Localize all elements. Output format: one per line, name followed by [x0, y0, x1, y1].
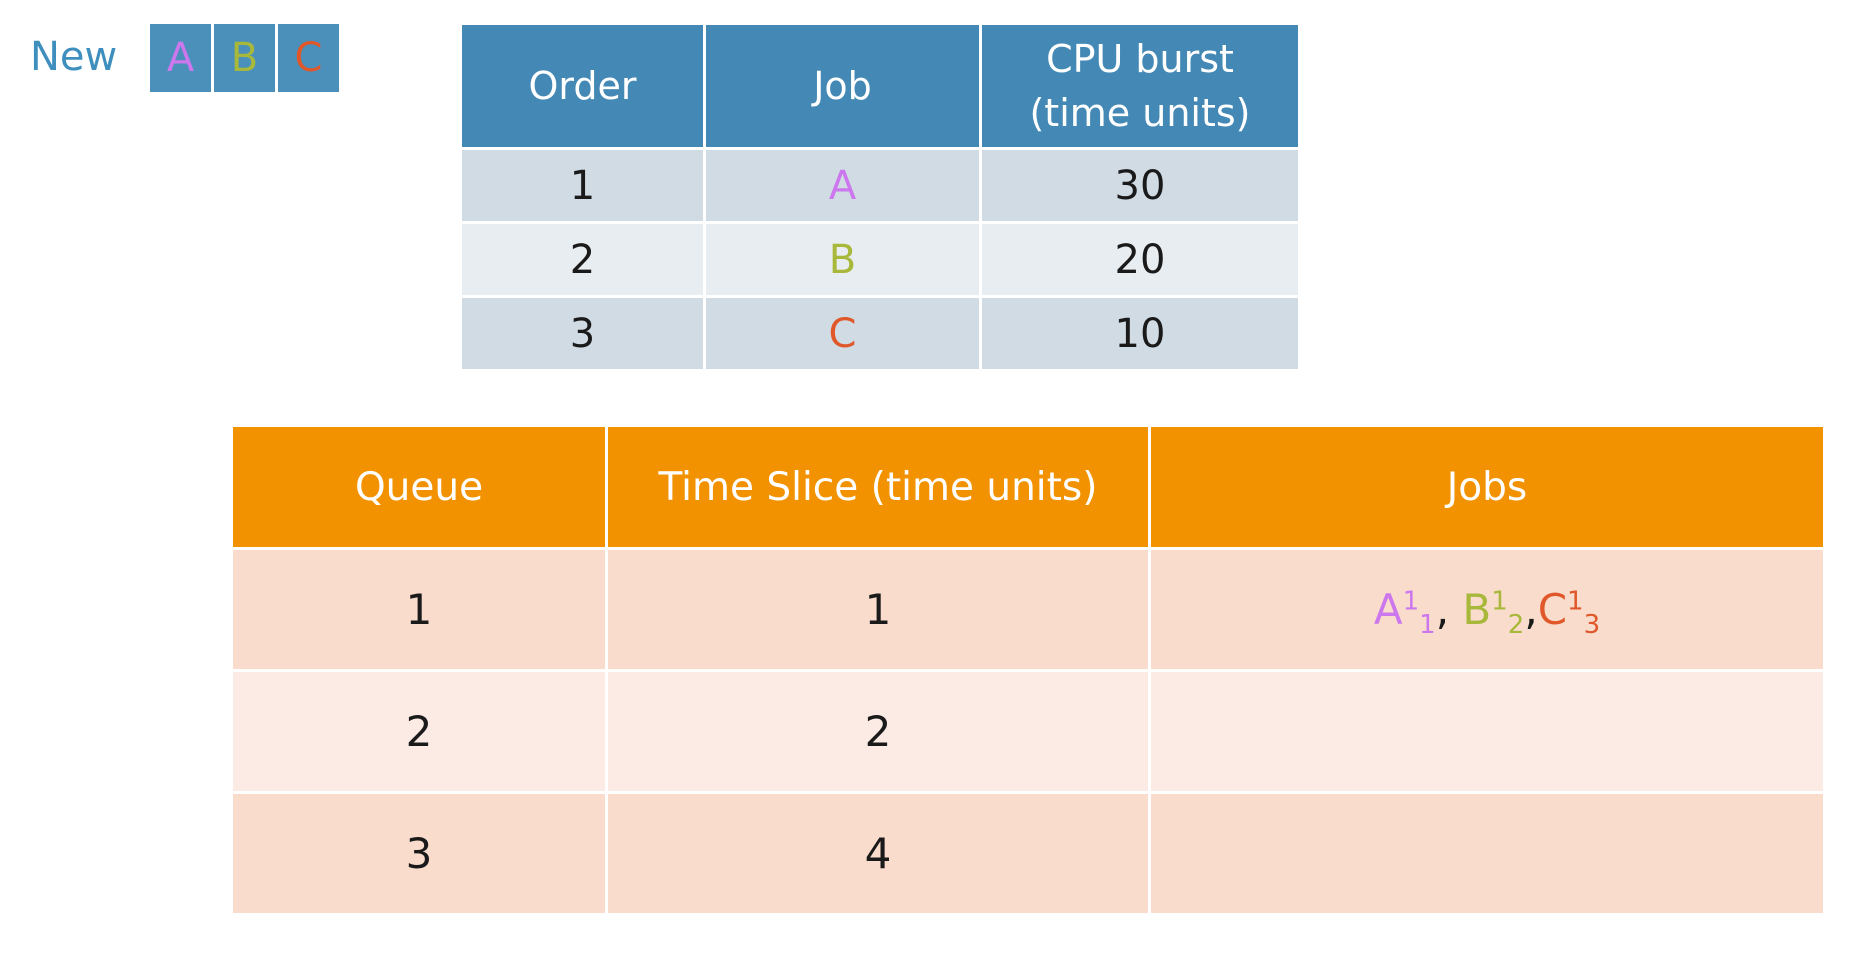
new-queue-job-b-label: B	[230, 35, 259, 81]
order-cell: 3	[462, 298, 703, 369]
job-token-c: C13	[1537, 585, 1600, 638]
table-row: 1 A 30	[462, 150, 1298, 221]
time-slice-header: Time Slice (time units)	[608, 427, 1148, 547]
jobs-table-header-row: Order Job CPU burst (time units)	[462, 25, 1298, 147]
queue-cell: 1	[233, 550, 605, 669]
new-queue: A B C	[150, 24, 339, 92]
order-cell: 1	[462, 150, 703, 221]
job-token-b: B12	[1462, 585, 1524, 638]
new-queue-job-c-label: C	[294, 35, 323, 81]
queue-cell: 3	[233, 794, 605, 913]
new-queue-job-c: C	[278, 24, 339, 92]
time-slice-cell: 2	[608, 672, 1148, 791]
cpu-burst-cell: 30	[982, 150, 1298, 221]
new-queue-job-b: B	[214, 24, 275, 92]
job-cell: A	[706, 150, 979, 221]
job-token-b-sup: 1	[1491, 586, 1508, 617]
jobs-cell	[1151, 794, 1823, 913]
job-token-separator: ,	[1435, 585, 1463, 634]
queue-header: Queue	[233, 427, 605, 547]
queue-table: Queue Time Slice (time units) Jobs 1 1 A…	[230, 424, 1826, 916]
cpu-burst-cell: 10	[982, 298, 1298, 369]
time-slice-cell: 1	[608, 550, 1148, 669]
job-cell: B	[706, 224, 979, 295]
table-row: 1 1 A11, B12,C13	[233, 550, 1823, 669]
job-token-b-name: B	[1462, 585, 1492, 634]
new-queue-job-a: A	[150, 24, 211, 92]
job-cell: C	[706, 298, 979, 369]
queue-cell: 2	[233, 672, 605, 791]
cpu-burst-header-line2: (time units)	[1029, 91, 1251, 135]
cpu-burst-cell: 20	[982, 224, 1298, 295]
job-token-a-name: A	[1373, 585, 1403, 634]
job-header: Job	[706, 25, 979, 147]
time-slice-cell: 4	[608, 794, 1148, 913]
job-token-c-sup: 1	[1567, 586, 1584, 617]
cpu-burst-header-line1: CPU burst	[1046, 37, 1234, 81]
new-queue-label: New	[30, 34, 118, 80]
table-row: 3 4	[233, 794, 1823, 913]
order-cell: 2	[462, 224, 703, 295]
order-header: Order	[462, 25, 703, 147]
jobs-header: Jobs	[1151, 427, 1823, 547]
job-token-a: A11	[1373, 585, 1436, 638]
jobs-cell	[1151, 672, 1823, 791]
job-token-c-name: C	[1537, 585, 1568, 634]
job-token-separator: ,	[1524, 585, 1538, 634]
jobs-cell: A11, B12,C13	[1151, 550, 1823, 669]
job-token-a-sub: 1	[1419, 610, 1436, 641]
job-token-c-sub: 3	[1583, 610, 1601, 641]
new-queue-job-a-label: A	[166, 35, 195, 81]
job-token-b-sub: 2	[1507, 610, 1525, 641]
job-token-a-sup: 1	[1402, 586, 1420, 617]
table-row: 2 B 20	[462, 224, 1298, 295]
table-row: 3 C 10	[462, 298, 1298, 369]
cpu-burst-header: CPU burst (time units)	[982, 25, 1298, 147]
table-row: 2 2	[233, 672, 1823, 791]
queue-table-header-row: Queue Time Slice (time units) Jobs	[233, 427, 1823, 547]
jobs-table: Order Job CPU burst (time units) 1 A 30 …	[459, 22, 1301, 372]
